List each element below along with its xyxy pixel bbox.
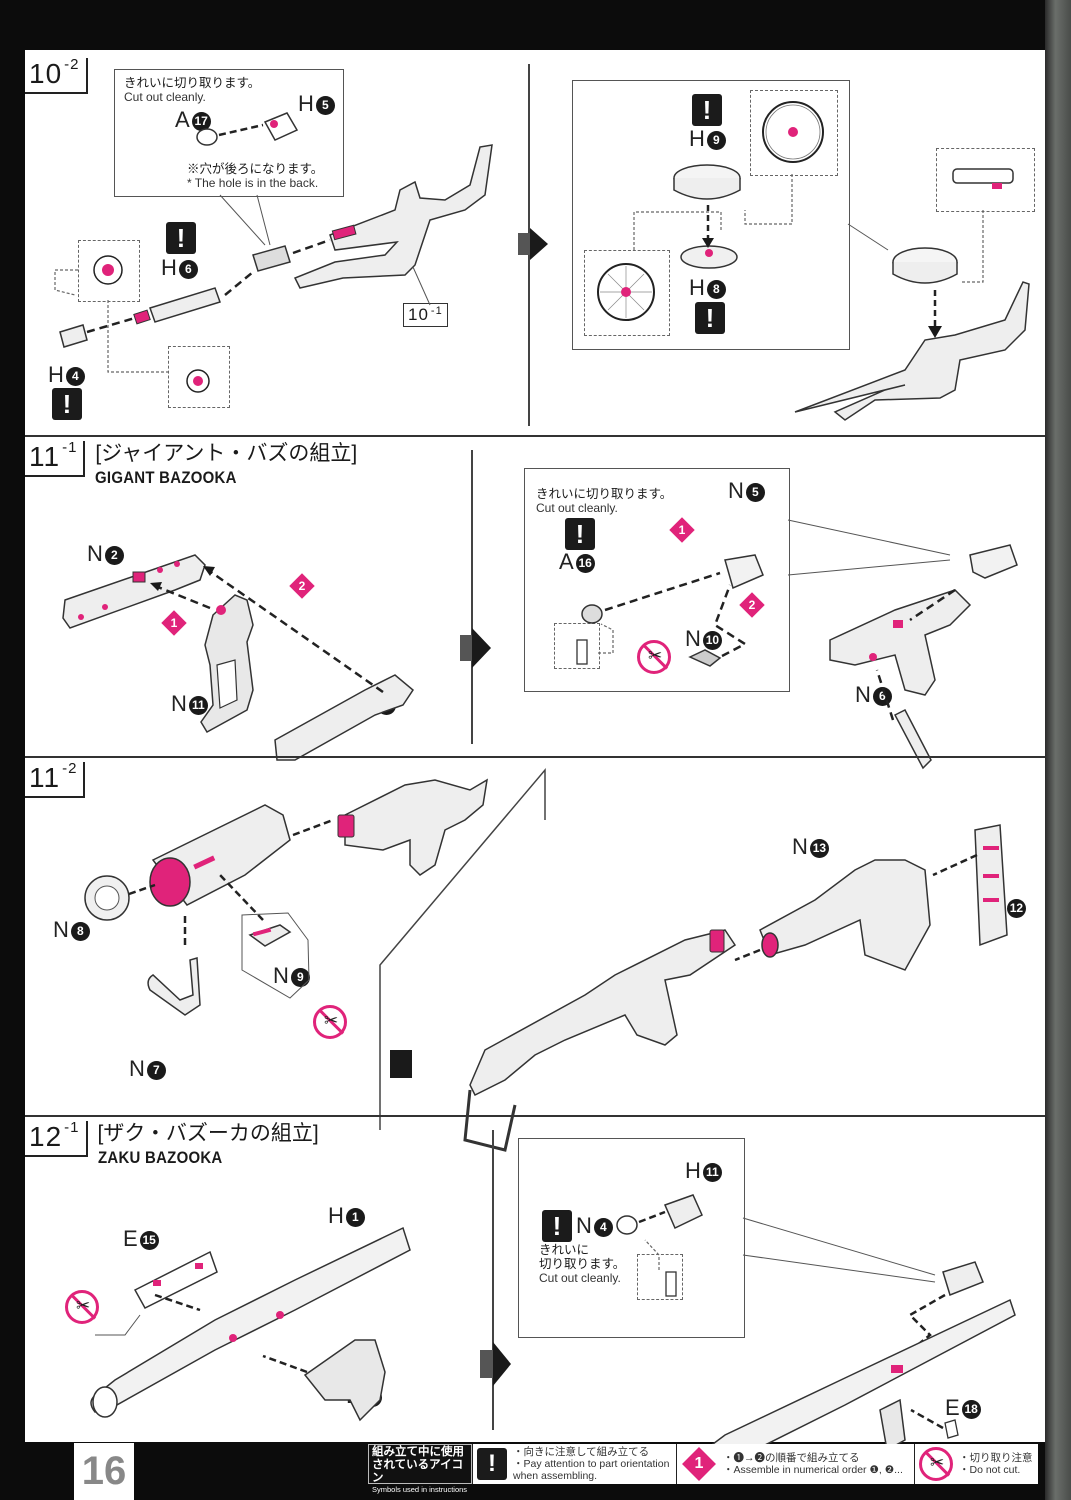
legend-heading-en: Symbols used in instructions bbox=[372, 1485, 468, 1494]
legend-text-jp: ・向きに注意して組み立てる bbox=[513, 1446, 650, 1458]
step-11-1-header: 11-1 [ジャイアント・バズの組立] GIGANT BAZOOKA bbox=[25, 439, 358, 489]
step-ref-10-1: 10-1 bbox=[403, 303, 448, 327]
binding-edge bbox=[1045, 0, 1071, 1500]
attention-icon: ! bbox=[166, 222, 196, 254]
panel-divider bbox=[492, 1130, 494, 1430]
step-10-2-right-illustration bbox=[597, 101, 1030, 421]
instruction-page: 10-2 きれいに切り取ります。 Cut out cleanly. ※穴が後ろに… bbox=[25, 50, 1045, 1475]
step-main-number: 10 bbox=[29, 58, 63, 89]
do-not-cut-icon: ✂ bbox=[637, 640, 671, 674]
panel-divider bbox=[471, 450, 473, 744]
do-not-cut-icon: ✂ bbox=[65, 1290, 99, 1324]
section-divider bbox=[25, 756, 1045, 758]
note-cut-en: Cut out cleanly. bbox=[536, 501, 618, 515]
legend-text-en: when assembling. bbox=[513, 1470, 598, 1482]
legend-text-en: ・Do not cut. bbox=[959, 1464, 1021, 1476]
step-title-en: GIGANT BAZOOKA bbox=[95, 468, 238, 487]
legend-heading: 組み立て中に使用 されているアイコン Symbols used in instr… bbox=[368, 1444, 472, 1494]
step-12-1-header: 12-1 [ザク・バズーカの組立] ZAKU BAZOOKA bbox=[25, 1119, 319, 1169]
note-hole-jp: ※穴が後ろになります。 bbox=[187, 162, 324, 176]
numerical-order-icon: 1 bbox=[682, 1447, 716, 1481]
step-title-jp: [ザク・バズーカの組立] bbox=[97, 1122, 319, 1145]
legend-text-jp: ・切り取り注意 bbox=[959, 1452, 1033, 1464]
legend-item-do-not-cut: ✂ ・切り取り注意 ・Do not cut. bbox=[914, 1444, 1038, 1484]
legend-text-en: ・Assemble in numerical order ❶, ❷... bbox=[723, 1464, 903, 1476]
step-11-1-illustration bbox=[62, 554, 491, 761]
step-title-en: ZAKU BAZOOKA bbox=[97, 1148, 223, 1167]
legend-item-order: 1 ・❶→❷の順番で組み立てる ・Assemble in numerical o… bbox=[676, 1444, 914, 1484]
step-10-2-illustration bbox=[54, 112, 548, 393]
attention-icon: ! bbox=[565, 518, 595, 550]
attention-icon: ! bbox=[477, 1448, 507, 1480]
step-11-1-right-illustration bbox=[576, 519, 1018, 770]
note-cut-jp: 切り取ります。 bbox=[539, 1257, 626, 1271]
step-10-2-header: 10-2 bbox=[25, 56, 88, 94]
legend-heading-jp: 組み立て中に使用 bbox=[372, 1446, 464, 1458]
note-cut-jp: きれいに切り取ります。 bbox=[124, 76, 261, 90]
note-cut-en: Cut out cleanly. bbox=[539, 1271, 621, 1285]
callout-cut-cleanly: きれいに切り取ります。 Cut out cleanly. ※穴が後ろになります。… bbox=[114, 69, 344, 197]
legend-text-jp: ・❶→❷の順番で組み立てる bbox=[723, 1452, 860, 1464]
step-title-jp: [ジャイアント・バズの組立] bbox=[95, 442, 358, 465]
step-sub-number: -2 bbox=[64, 56, 80, 73]
step-12-1-illustration bbox=[90, 1226, 511, 1422]
section-divider bbox=[25, 435, 1045, 437]
note-hole-en: * The hole is in the back. bbox=[187, 176, 319, 190]
attention-icon: ! bbox=[52, 388, 82, 420]
do-not-cut-icon: ✂ bbox=[313, 1005, 347, 1039]
step-11-2-illustration bbox=[84, 767, 1008, 1152]
section-divider bbox=[25, 1115, 1045, 1117]
step-number-label: 12-1 bbox=[25, 1119, 88, 1157]
step-12-1-right-illustration bbox=[616, 1194, 1016, 1475]
attention-icon: ! bbox=[692, 94, 722, 126]
step-number-label: 10-2 bbox=[25, 56, 88, 94]
legend-heading-jp: されているアイコン bbox=[372, 1459, 464, 1484]
note-cut-en: Cut out cleanly. bbox=[124, 90, 206, 104]
step-11-2-header: 11-2 bbox=[25, 760, 86, 798]
attention-icon: ! bbox=[542, 1210, 572, 1242]
note-cut-jp: きれいに bbox=[539, 1243, 590, 1257]
page-number: 16 bbox=[74, 1443, 134, 1500]
step-number-label: 11-1 bbox=[25, 439, 86, 477]
icon-legend: 組み立て中に使用 されているアイコン Symbols used in instr… bbox=[368, 1444, 1038, 1494]
note-cut-jp: きれいに切り取ります。 bbox=[536, 487, 673, 501]
do-not-cut-icon: ✂ bbox=[919, 1447, 953, 1481]
step-number-label: 11-2 bbox=[25, 760, 86, 798]
legend-text-en: ・Pay attention to part orientation bbox=[513, 1458, 670, 1470]
legend-item-attention: ! ・向きに注意して組み立てる ・Pay attention to part o… bbox=[472, 1444, 676, 1484]
attention-icon: ! bbox=[695, 302, 725, 334]
